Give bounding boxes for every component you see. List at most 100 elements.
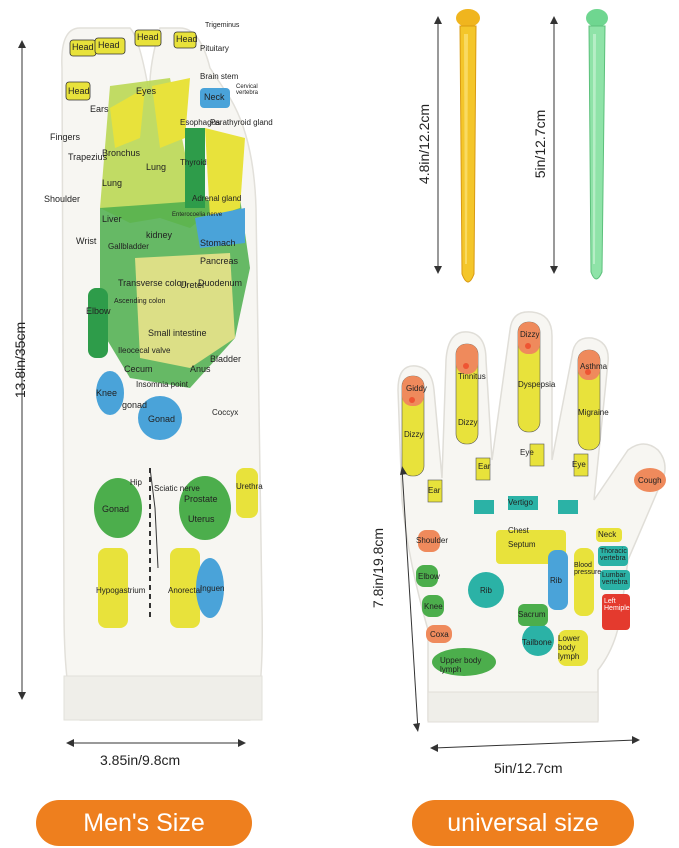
sock-zone: Head	[72, 42, 94, 52]
sock-zone: Urethra	[236, 482, 263, 491]
sock-zone: Hip	[130, 478, 143, 487]
sock-zone: Transverse colon	[118, 278, 187, 288]
sock-zone: Pituitary	[200, 44, 229, 53]
sock-width-arrow	[66, 739, 246, 747]
sock-zone: Gonad	[148, 414, 176, 424]
sock-zone: gonad	[122, 400, 148, 410]
mens-size-badge: Men's Size	[36, 800, 252, 846]
yellow-stick	[459, 25, 477, 283]
glove-height-arrow	[400, 466, 420, 732]
sock-zone: Coccyx	[212, 408, 239, 417]
sock-zone: Elbow	[86, 306, 111, 316]
sock-height-label: 13.8in/35cm	[12, 321, 28, 399]
sock-zone: Ears	[90, 104, 109, 114]
sock-zone-labels: Head Head Head Head Head Trigeminus Pitu…	[40, 8, 280, 728]
glove-zone: Migraine	[578, 408, 609, 417]
sock-zone: Head	[176, 34, 198, 44]
glove-zone: Tinnitus	[458, 372, 486, 381]
sock-zone: Prostate	[184, 494, 218, 504]
glove-width-arrow	[430, 736, 640, 752]
sock-zone: Duodenum	[198, 278, 243, 288]
sock-zone: Anorectal	[168, 586, 202, 595]
glove-zone: Ear	[478, 462, 491, 471]
sock-zone: Eyes	[136, 86, 157, 96]
sock-zone: Parathyroid gland	[210, 118, 273, 127]
sock-zone: Head	[68, 86, 90, 96]
sock-zone: Lung	[146, 162, 167, 172]
glove-zone: Vertigo	[508, 498, 533, 507]
glove-zone-labels: Giddy Dizzy Tinnitus Dizzy Dizzy Dyspeps…	[388, 300, 678, 730]
sock-zone: Insomnia point	[136, 380, 189, 389]
glove-height-label: 7.8in/19.8cm	[370, 527, 386, 609]
yellow-stick-arrow	[434, 16, 442, 274]
green-stick-arrow	[550, 16, 558, 274]
sock-zone: Sciatic nerve	[154, 484, 200, 493]
sock-zone: Cervical vertebra	[236, 84, 259, 96]
sock-zone: Hypogastrium	[96, 586, 146, 595]
universal-size-badge: universal size	[412, 800, 634, 846]
sock-zone: Gallbladder	[108, 242, 149, 251]
sock-zone: Gonad	[102, 504, 130, 514]
sock-zone: Wrist	[76, 236, 97, 246]
sock-zone: Head	[137, 32, 159, 42]
glove-width-label: 5in/12.7cm	[494, 760, 563, 776]
glove-zone: Left Hemiplegia	[604, 598, 640, 612]
sock-zone: Bladder	[210, 354, 242, 364]
glove-zone: Asthma	[580, 362, 608, 371]
sock-zone: Liver	[102, 214, 122, 224]
sock-zone: Shoulder	[44, 194, 81, 204]
glove-zone: Elbow	[418, 572, 440, 581]
sock-zone: Knee	[96, 388, 118, 398]
glove-zone: Dizzy	[520, 330, 540, 339]
glove-zone: Ear	[428, 486, 441, 495]
glove-zone: Dizzy	[404, 430, 424, 439]
glove-zone: Shoulder	[416, 536, 449, 545]
sock-zone: Head	[98, 40, 120, 50]
reflexology-sock	[61, 27, 263, 721]
glove-zone: Lumbar vertebra	[602, 572, 628, 586]
glove-zone: Chest	[508, 526, 529, 535]
sock-zone: Ascending colon	[114, 298, 166, 305]
glove-zone: Cough	[638, 476, 662, 485]
sock-zone: Esophagus	[180, 118, 221, 127]
yellow-stick-label: 4.8in/12.2cm	[416, 103, 432, 185]
sock-zone: Ureter	[180, 280, 206, 290]
sock-zone: Trigeminus	[205, 22, 240, 29]
sock-zone: Stomach	[200, 238, 236, 248]
glove-zone: Neck	[598, 530, 617, 539]
glove-zone: Blood pressure	[574, 562, 602, 576]
massage-sticks	[456, 9, 608, 283]
glove-zone: Dyspepsia	[518, 380, 556, 389]
sock-zone: Pancreas	[200, 256, 239, 266]
sock-zone: Thyroid	[180, 158, 207, 167]
sock-zone: Uterus	[188, 514, 215, 524]
glove-zone: Giddy	[406, 384, 427, 393]
glove-zone: Lower body lymph	[558, 634, 580, 661]
sock-zone: Enterocoelia nerve	[172, 212, 223, 218]
sock-zone: kidney	[146, 230, 173, 240]
glove-zone: Rib	[480, 586, 493, 595]
glove-zone: Upper body lymph	[440, 656, 482, 674]
glove-zone: Thoracic vertebra	[600, 548, 627, 562]
sock-zone: Anus	[190, 364, 211, 374]
sock-zone: Cecum	[124, 364, 153, 374]
glove-zone: Rib	[550, 576, 563, 585]
sock-width-label: 3.85in/9.8cm	[100, 752, 181, 768]
sock-height-arrow	[18, 40, 26, 700]
glove-zone: Sacrum	[518, 610, 546, 619]
sock-zone: Lung	[102, 178, 123, 188]
glove-zone: Dizzy	[458, 418, 478, 427]
glove-zone: Knee	[424, 602, 443, 611]
reflexology-glove	[397, 311, 666, 723]
glove-zone: Eye	[572, 460, 586, 469]
glove-zone: Coxa	[430, 630, 449, 639]
sock-zone: Inguen	[200, 584, 225, 593]
sock-zone: Small intestine	[148, 328, 207, 338]
sock-zone: Neck	[204, 92, 225, 102]
sock-zone: Bronchus	[102, 148, 141, 158]
green-stick-label: 5in/12.7cm	[532, 109, 548, 179]
glove-zone: Tailbone	[522, 638, 552, 647]
sock-zone: Brain stem	[200, 72, 239, 81]
sock-zone: Trapezius	[68, 152, 108, 162]
sock-zone: Fingers	[50, 132, 81, 142]
